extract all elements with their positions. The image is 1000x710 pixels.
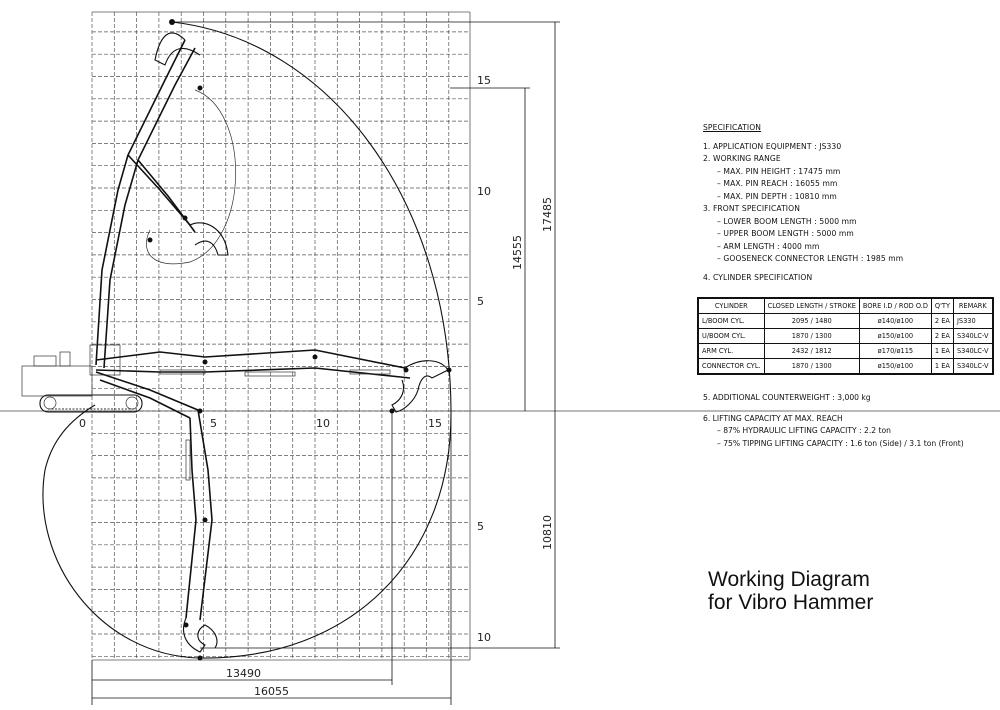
spec-item: 5. ADDITIONAL COUNTERWEIGHT : 3,000 kg [703, 393, 871, 402]
cylinder-table: CYLINDER CLOSED LENGTH / STROKE BORE I.D… [697, 297, 994, 375]
cell: CONNECTOR CYL. [697, 358, 765, 375]
excavator-base [21, 344, 143, 413]
x-axis-label: 5 [210, 417, 217, 430]
cell: S340LC-V [952, 358, 994, 375]
dim-max-depth: 10810 [541, 515, 554, 550]
cell: S340LC-V [952, 343, 994, 359]
column-header: BORE I.D / ROD O.D [858, 297, 932, 314]
spec-item: 6. LIFTING CAPACITY AT MAX. REACH [703, 413, 843, 423]
cell: 1 EA [930, 343, 954, 359]
y-axis-label: 10 [477, 631, 491, 644]
spec-subitem: – MAX. PIN REACH : 16055 mm [717, 179, 838, 188]
cell: 1870 / 1300 [763, 328, 860, 344]
x-axis-label: 10 [316, 417, 330, 430]
y-axis-label: 5 [477, 520, 484, 533]
cell: 2 EA [930, 328, 954, 344]
x-axis-label: 15 [428, 417, 442, 430]
spec-item: 4. CYLINDER SPECIFICATION [703, 272, 813, 282]
specification-block: SPECIFICATION 1. APPLICATION EQUIPMENT :… [703, 122, 903, 284]
column-header: REMARK [952, 297, 994, 314]
cell: ARM CYL. [697, 343, 765, 359]
cell: JS330 [952, 313, 994, 329]
spec-heading: SPECIFICATION [703, 123, 762, 132]
cell: L/BOOM CYL. [697, 313, 765, 329]
dim-max-height: 17485 [541, 197, 554, 232]
spec-subitem: – 75% TIPPING LIFTING CAPACITY : 1.6 ton… [717, 438, 964, 448]
inner-envelope [146, 89, 236, 265]
y-axis-label: 10 [477, 185, 491, 198]
grid [91, 11, 471, 661]
cell: 2095 / 1480 [763, 313, 860, 329]
cell: 2432 / 1812 [763, 343, 860, 359]
table-header-row: CYLINDER CLOSED LENGTH / STROKE BORE I.D… [697, 297, 994, 314]
cell: ø170/ø115 [858, 343, 932, 359]
spec-subitem: – UPPER BOOM LENGTH : 5000 mm [717, 229, 854, 238]
column-header: CLOSED LENGTH / STROKE [763, 297, 860, 314]
column-header: CYLINDER [697, 297, 765, 314]
table-row: L/BOOM CYL. 2095 / 1480 ø140/ø100 2 EA J… [697, 313, 994, 329]
spec-subitem: – LOWER BOOM LENGTH : 5000 mm [717, 216, 857, 226]
cell: ø150/ø100 [858, 358, 932, 375]
column-header: Q'TY [930, 297, 954, 314]
spec-subitem: – 87% HYDRAULIC LIFTING CAPACITY : 2.2 t… [717, 426, 891, 435]
diagram-title: Working Diagram for Vibro Hammer [708, 568, 873, 614]
spec-item: 1. APPLICATION EQUIPMENT : JS330 [703, 141, 842, 151]
spec-item: 2. WORKING RANGE [703, 154, 781, 163]
working-envelope [42, 21, 452, 659]
specification-block-2: 5. ADDITIONAL COUNTERWEIGHT : 3,000 kg 6… [703, 392, 964, 450]
cell: 1870 / 1300 [763, 358, 860, 375]
x-axis-label: 0 [79, 417, 86, 430]
spec-subitem: – MAX. PIN HEIGHT : 17475 mm [717, 166, 841, 176]
spec-subitem: – GOOSENECK CONNECTOR LENGTH : 1985 mm [717, 254, 904, 263]
y-axis-label: 5 [477, 295, 484, 308]
y-axis-label: 15 [477, 74, 491, 87]
dim-height-2: 14555 [511, 235, 524, 270]
table-row: U/BOOM CYL. 1870 / 1300 ø150/ø100 2 EA S… [697, 328, 994, 344]
cell: ø140/ø100 [858, 313, 932, 329]
cell: 2 EA [930, 313, 954, 329]
spec-subitem: – ARM LENGTH : 4000 mm [717, 241, 820, 251]
front-pose-up [95, 19, 229, 369]
title-line-1: Working Diagram [708, 568, 870, 591]
dimension-lines [91, 21, 560, 705]
cell: U/BOOM CYL. [697, 328, 765, 344]
table-row: CONNECTOR CYL. 1870 / 1300 ø150/ø100 1 E… [697, 358, 994, 375]
dim-reach-1: 13490 [226, 667, 261, 680]
title-line-2: for Vibro Hammer [708, 591, 874, 614]
dim-max-reach: 16055 [254, 685, 289, 698]
cell: ø150/ø100 [858, 328, 932, 344]
spec-subitem: – MAX. PIN DEPTH : 10810 mm [717, 191, 837, 201]
cell: 1 EA [930, 358, 954, 375]
spec-item: 3. FRONT SPECIFICATION [703, 204, 801, 213]
table-row: ARM CYL. 2432 / 1812 ø170/ø115 1 EA S340… [697, 343, 994, 359]
cell: S340LC-V [952, 328, 994, 344]
front-pose-down [95, 371, 218, 661]
front-pose-horizontal [95, 349, 452, 414]
